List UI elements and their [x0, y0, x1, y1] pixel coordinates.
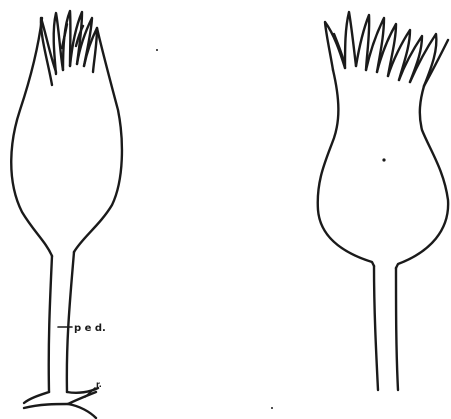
scan-speck: [156, 49, 158, 51]
left-polyp: [11, 11, 122, 418]
right-polyp-tentacles: [325, 12, 448, 86]
left-polyp-stalk: [49, 252, 74, 392]
label-root: r.: [96, 380, 102, 389]
right-polyp-body: [318, 70, 448, 268]
right-polyp: [318, 12, 448, 390]
right-polyp-stalk: [374, 266, 398, 390]
left-polyp-body: [11, 18, 122, 256]
label-peduncle: p e d.: [74, 323, 106, 334]
right-polyp-mark: [382, 158, 385, 161]
left-polyp-tentacles: [41, 11, 97, 85]
scan-speck: [271, 407, 273, 409]
left-polyp-root: [24, 388, 98, 418]
